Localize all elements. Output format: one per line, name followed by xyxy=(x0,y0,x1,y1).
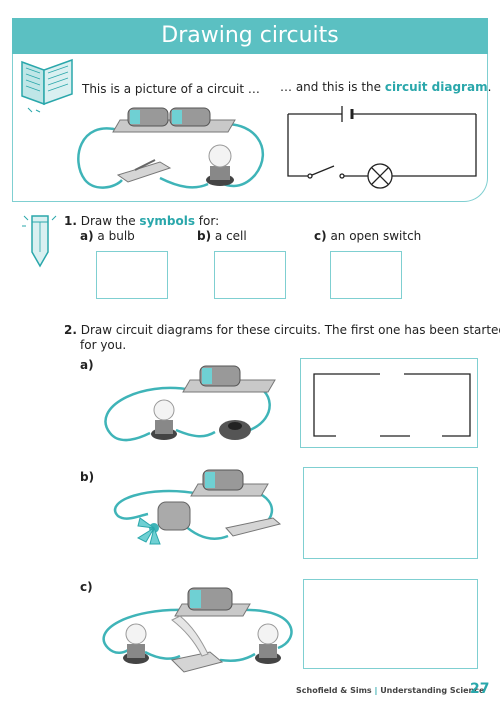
intro-panel xyxy=(12,54,488,202)
q2a-answer-box[interactable] xyxy=(300,358,478,448)
q2-part-a-label: a) xyxy=(80,358,94,372)
open-book-icon xyxy=(21,58,73,113)
pencil-icon xyxy=(22,215,57,268)
q1-text-prefix: Draw the xyxy=(80,214,140,228)
circuit-diagram-term: circuit diagram xyxy=(384,80,488,94)
q1-item-c-label: an open switch xyxy=(330,229,422,243)
q1-answer-box-a[interactable] xyxy=(96,251,168,299)
q1-answer-box-c[interactable] xyxy=(330,251,402,299)
q1-answer-box-b[interactable] xyxy=(214,251,286,299)
page-title: Drawing circuits xyxy=(12,18,488,54)
q1-item-a-label: a bulb xyxy=(97,229,135,243)
intro-circuit-diagram xyxy=(287,106,477,189)
intro-circuit-picture xyxy=(77,107,265,189)
q1-prompt: 1. Draw the symbols for: xyxy=(64,214,219,228)
q1-item-c: c) an open switch xyxy=(314,229,421,243)
footer-publisher: Schofield & Sims xyxy=(296,686,372,695)
intro-right-prefix: … and this is the xyxy=(280,80,385,94)
q2-part-c-label: c) xyxy=(80,580,93,594)
q2a-circuit-picture xyxy=(104,365,276,442)
footer-series: Understanding Science xyxy=(380,686,485,695)
q2-line2: for you. xyxy=(80,338,127,352)
symbols-term: symbols xyxy=(139,214,195,228)
intro-right-text: … and this is the circuit diagram. xyxy=(280,80,491,94)
footer-credit: Schofield & Sims | Understanding Science xyxy=(296,686,484,695)
q1-item-b-label: a cell xyxy=(214,229,247,243)
intro-right-suffix: . xyxy=(487,80,492,94)
q1-number: 1. xyxy=(64,214,77,228)
q2-prompt: 2. Draw circuit diagrams for these circu… xyxy=(64,323,500,337)
q2b-answer-box[interactable] xyxy=(303,467,478,559)
q2a-started-diagram xyxy=(313,373,471,437)
q2c-circuit-picture xyxy=(102,587,293,673)
q2c-answer-box[interactable] xyxy=(303,579,478,669)
footer-separator: | xyxy=(374,686,378,695)
q1-item-b: b) a cell xyxy=(197,229,247,243)
q2-line1: Draw circuit diagrams for these circuits… xyxy=(80,323,500,337)
q1-item-b-letter: b) xyxy=(197,229,212,243)
q1-item-c-letter: c) xyxy=(314,229,327,243)
q2-part-b-label: b) xyxy=(80,470,95,484)
intro-left-text: This is a picture of a circuit … xyxy=(82,82,260,96)
page-number: 27 xyxy=(470,681,490,697)
q1-item-a: a) a bulb xyxy=(80,229,135,243)
q1-item-a-letter: a) xyxy=(80,229,94,243)
q1-text-suffix: for: xyxy=(194,214,220,228)
q2b-circuit-picture xyxy=(114,469,282,545)
q2-number: 2. xyxy=(64,323,77,337)
